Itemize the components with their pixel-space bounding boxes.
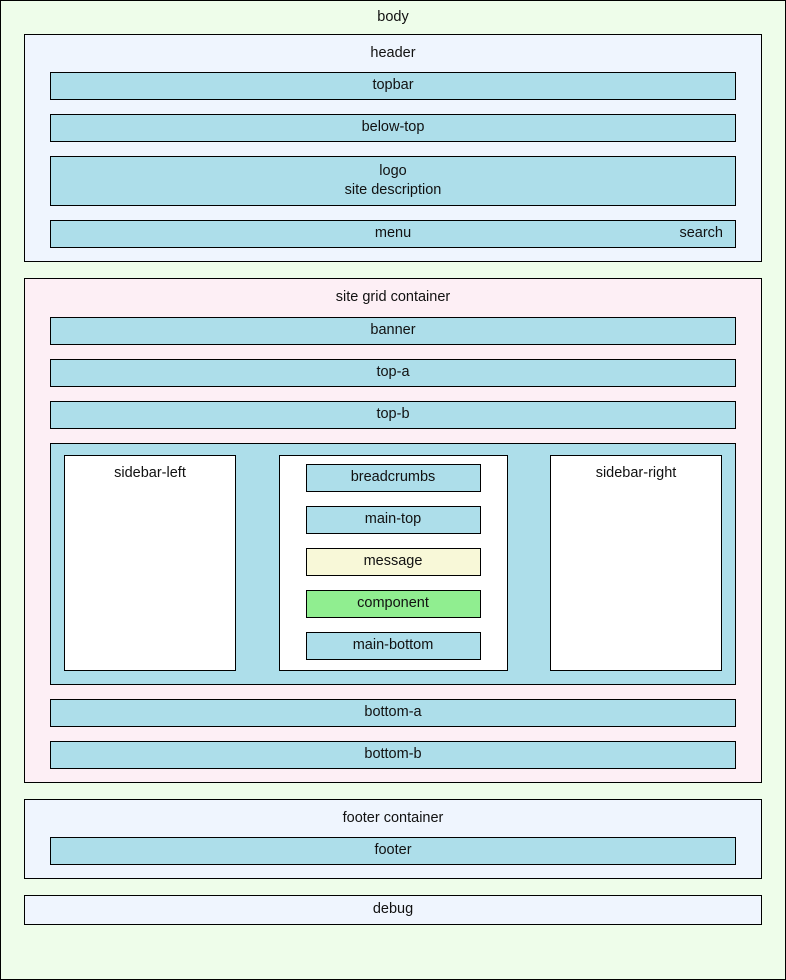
site-grid-container-label: site grid container [335, 289, 451, 306]
body-label: body [377, 9, 409, 25]
main-top-block[interactable]: main-top [305, 505, 481, 534]
breadcrumbs-label: breadcrumbs [350, 468, 436, 485]
bottom-b-block[interactable]: bottom-b [50, 740, 736, 769]
message-block[interactable]: message [305, 547, 481, 576]
top-a-block[interactable]: top-a [50, 358, 736, 387]
message-label: message [363, 552, 423, 569]
bottom-b-label: bottom-b [364, 745, 422, 762]
footer-container-label: footer container [342, 809, 444, 826]
logo-block[interactable]: logo site description [50, 156, 736, 207]
component-block[interactable]: component [305, 589, 481, 618]
header-label: header [370, 44, 416, 61]
sidebar-right-label: sidebar-right [595, 464, 677, 481]
menu-label: menu [374, 225, 412, 242]
header-region: header topbar below-top logo site descri… [24, 33, 762, 263]
main-top-label: main-top [364, 510, 422, 527]
component-label: component [357, 594, 429, 611]
footer-container: footer container footer [24, 798, 762, 880]
content-wrapper: sidebar-left breadcrumbs main-top messag… [50, 442, 736, 685]
banner-label: banner [370, 321, 416, 338]
bottom-a-block[interactable]: bottom-a [50, 698, 736, 727]
topbar-label: topbar [372, 77, 414, 94]
sidebar-left-block[interactable]: sidebar-left [64, 454, 236, 671]
main-bottom-block[interactable]: main-bottom [305, 631, 481, 660]
debug-block[interactable]: debug [24, 895, 762, 926]
logo-label: logo [379, 162, 407, 179]
breadcrumbs-block[interactable]: breadcrumbs [305, 463, 481, 492]
banner-block[interactable]: banner [50, 316, 736, 345]
sidebar-left-label: sidebar-left [114, 464, 186, 481]
menu-block[interactable]: menu search [50, 220, 736, 249]
top-b-label: top-b [376, 405, 410, 422]
main-column: breadcrumbs main-top message component m… [278, 454, 508, 671]
main-bottom-label: main-bottom [352, 636, 434, 653]
below-top-label: below-top [361, 119, 425, 136]
search-label[interactable]: search [679, 225, 723, 242]
topbar-block[interactable]: topbar [50, 72, 736, 101]
bottom-a-label: bottom-a [364, 703, 422, 720]
sidebar-right-block[interactable]: sidebar-right [550, 454, 722, 671]
footer-block[interactable]: footer [50, 837, 736, 866]
footer-label: footer [374, 842, 412, 859]
site-description-label: site description [344, 182, 442, 199]
below-top-block[interactable]: below-top [50, 114, 736, 143]
site-grid-container: site grid container banner top-a top-b s… [24, 278, 762, 783]
top-a-label: top-a [376, 363, 410, 380]
debug-label: debug [372, 901, 414, 918]
top-b-block[interactable]: top-b [50, 400, 736, 429]
